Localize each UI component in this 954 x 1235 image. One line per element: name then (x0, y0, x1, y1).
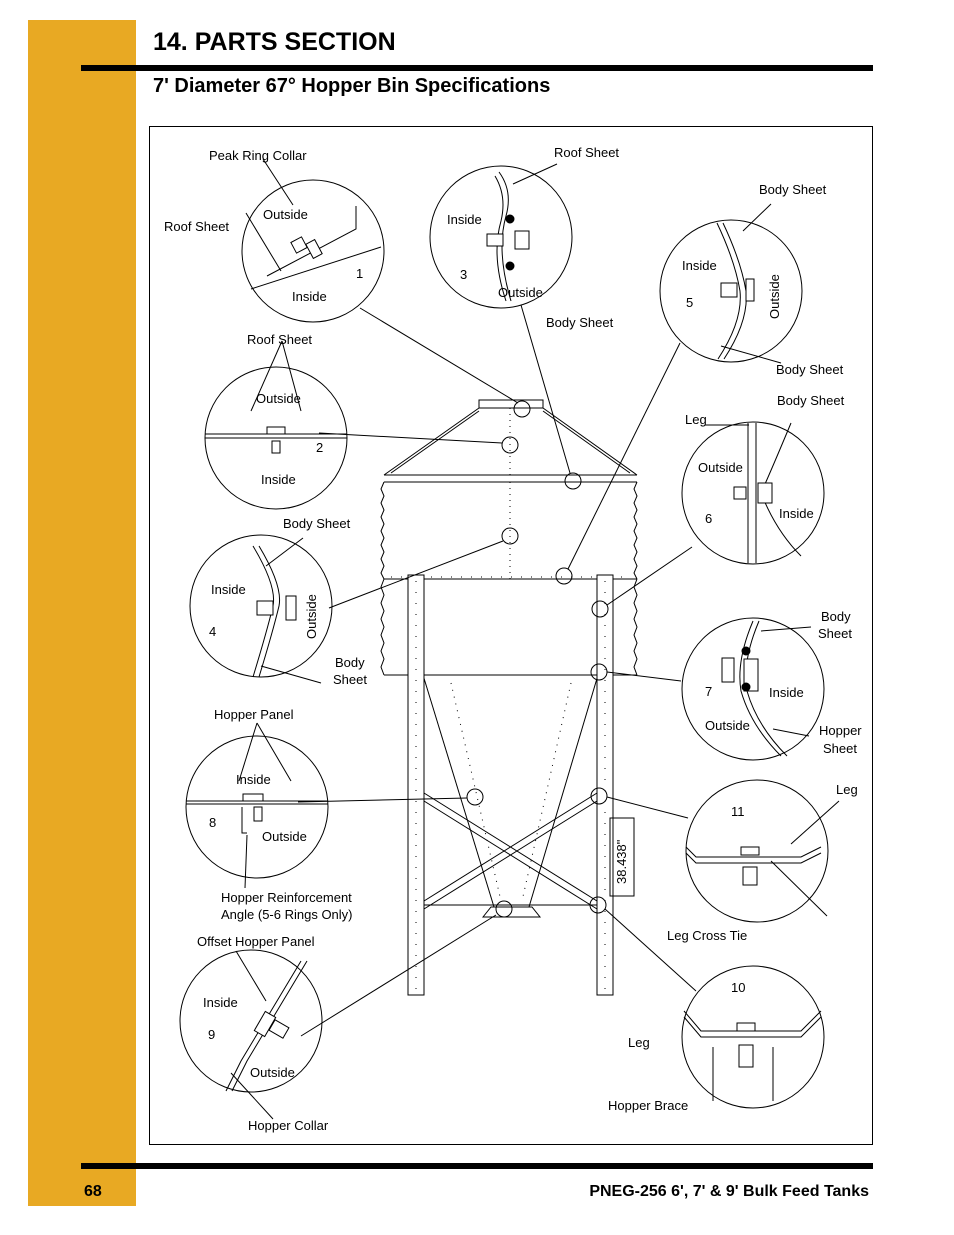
label-body-4: Body (335, 655, 365, 670)
label-sheet-7b: Sheet (823, 741, 857, 756)
detail-number-3: 3 (460, 267, 467, 282)
label-roof-sheet-2: Roof Sheet (247, 332, 312, 347)
detail-9 (179, 949, 323, 1120)
label-body-sheet-5b: Body Sheet (776, 362, 844, 377)
sidebar-color-bar (28, 20, 136, 1206)
label-roof-sheet-1: Roof Sheet (164, 219, 229, 234)
detail-number-10: 10 (731, 980, 745, 995)
label-leg-6: Leg (685, 412, 707, 427)
label-sheet-4: Sheet (333, 672, 367, 687)
document-title: PNEG-256 6', 7' & 9' Bulk Feed Tanks (589, 1183, 869, 1200)
detail-number-6: 6 (705, 511, 712, 526)
bin-diagram-svg: Peak Ring Collar Roof Sheet Outside Insi… (164, 145, 862, 1133)
label-inside-1: Inside (292, 289, 327, 304)
detail-number-2: 2 (316, 440, 323, 455)
label-inside-3: Inside (447, 212, 482, 227)
label-hopper-7: Hopper (819, 723, 862, 738)
label-outside-3: Outside (498, 285, 543, 300)
label-outside-1: Outside (263, 207, 308, 222)
label-leg-10: Leg (628, 1035, 650, 1050)
label-roof-sheet-3: Roof Sheet (554, 145, 619, 160)
label-outside-6: Outside (698, 460, 743, 475)
label-hopper-panel-8: Hopper Panel (214, 707, 294, 722)
label-outside-2: Outside (256, 391, 301, 406)
label-body-sheet-5a: Body Sheet (759, 182, 827, 197)
label-body-7: Body (821, 609, 851, 624)
header-rule (81, 65, 873, 71)
label-inside-9: Inside (203, 995, 238, 1010)
label-hopper-reinforcement: Hopper Reinforcement (221, 890, 352, 905)
label-inside-4: Inside (211, 582, 246, 597)
detail-number-1: 1 (356, 266, 363, 281)
page-number: 68 (84, 1183, 102, 1200)
label-angle-rings: Angle (5-6 Rings Only) (221, 907, 353, 922)
label-inside-7: Inside (769, 685, 804, 700)
detail-3 (429, 163, 573, 309)
label-outside-9: Outside (250, 1065, 295, 1080)
label-hopper-collar: Hopper Collar (248, 1118, 329, 1133)
label-offset-hopper-panel: Offset Hopper Panel (197, 934, 315, 949)
page-subtitle: 7' Diameter 67° Hopper Bin Specification… (153, 75, 551, 97)
section-title: 14. PARTS SECTION (153, 28, 396, 56)
label-body-sheet-4: Body Sheet (283, 516, 351, 531)
detail-11 (685, 779, 840, 923)
label-outside-4: Outside (304, 594, 319, 639)
detail-number-11: 11 (731, 804, 745, 819)
bin-drawing (297, 304, 697, 1037)
label-body-sheet-6: Body Sheet (777, 393, 845, 408)
detail-number-8: 8 (209, 815, 216, 830)
detail-2 (204, 340, 348, 510)
label-inside-8: Inside (236, 772, 271, 787)
label-leg-11: Leg (836, 782, 858, 797)
label-hopper-brace: Hopper Brace (608, 1098, 688, 1113)
parts-diagram: Peak Ring Collar Roof Sheet Outside Insi… (149, 126, 873, 1145)
label-peak-ring-collar: Peak Ring Collar (209, 148, 307, 163)
diagram-labels: Peak Ring Collar Roof Sheet Outside Insi… (164, 145, 862, 1133)
detail-6 (681, 421, 825, 565)
detail-8 (185, 722, 329, 889)
label-body-sheet-3: Body Sheet (546, 315, 614, 330)
detail-number-9: 9 (208, 1027, 215, 1042)
detail-number-7: 7 (705, 684, 712, 699)
label-inside-5: Inside (682, 258, 717, 273)
detail-1 (241, 158, 385, 323)
detail-7 (681, 617, 825, 761)
label-sheet-7a: Sheet (818, 626, 852, 641)
label-outside-7: Outside (705, 718, 750, 733)
label-inside-6: Inside (779, 506, 814, 521)
label-outside-8: Outside (262, 829, 307, 844)
detail-number-4: 4 (209, 624, 216, 639)
detail-10 (681, 965, 825, 1109)
detail-5 (659, 203, 803, 364)
label-inside-2: Inside (261, 472, 296, 487)
footer-rule (81, 1163, 873, 1169)
dimension-label: 38.438" (614, 839, 629, 884)
label-leg-cross-tie: Leg Cross Tie (667, 928, 747, 943)
detail-4 (189, 534, 333, 684)
label-outside-5: Outside (767, 274, 782, 319)
detail-number-5: 5 (686, 295, 693, 310)
